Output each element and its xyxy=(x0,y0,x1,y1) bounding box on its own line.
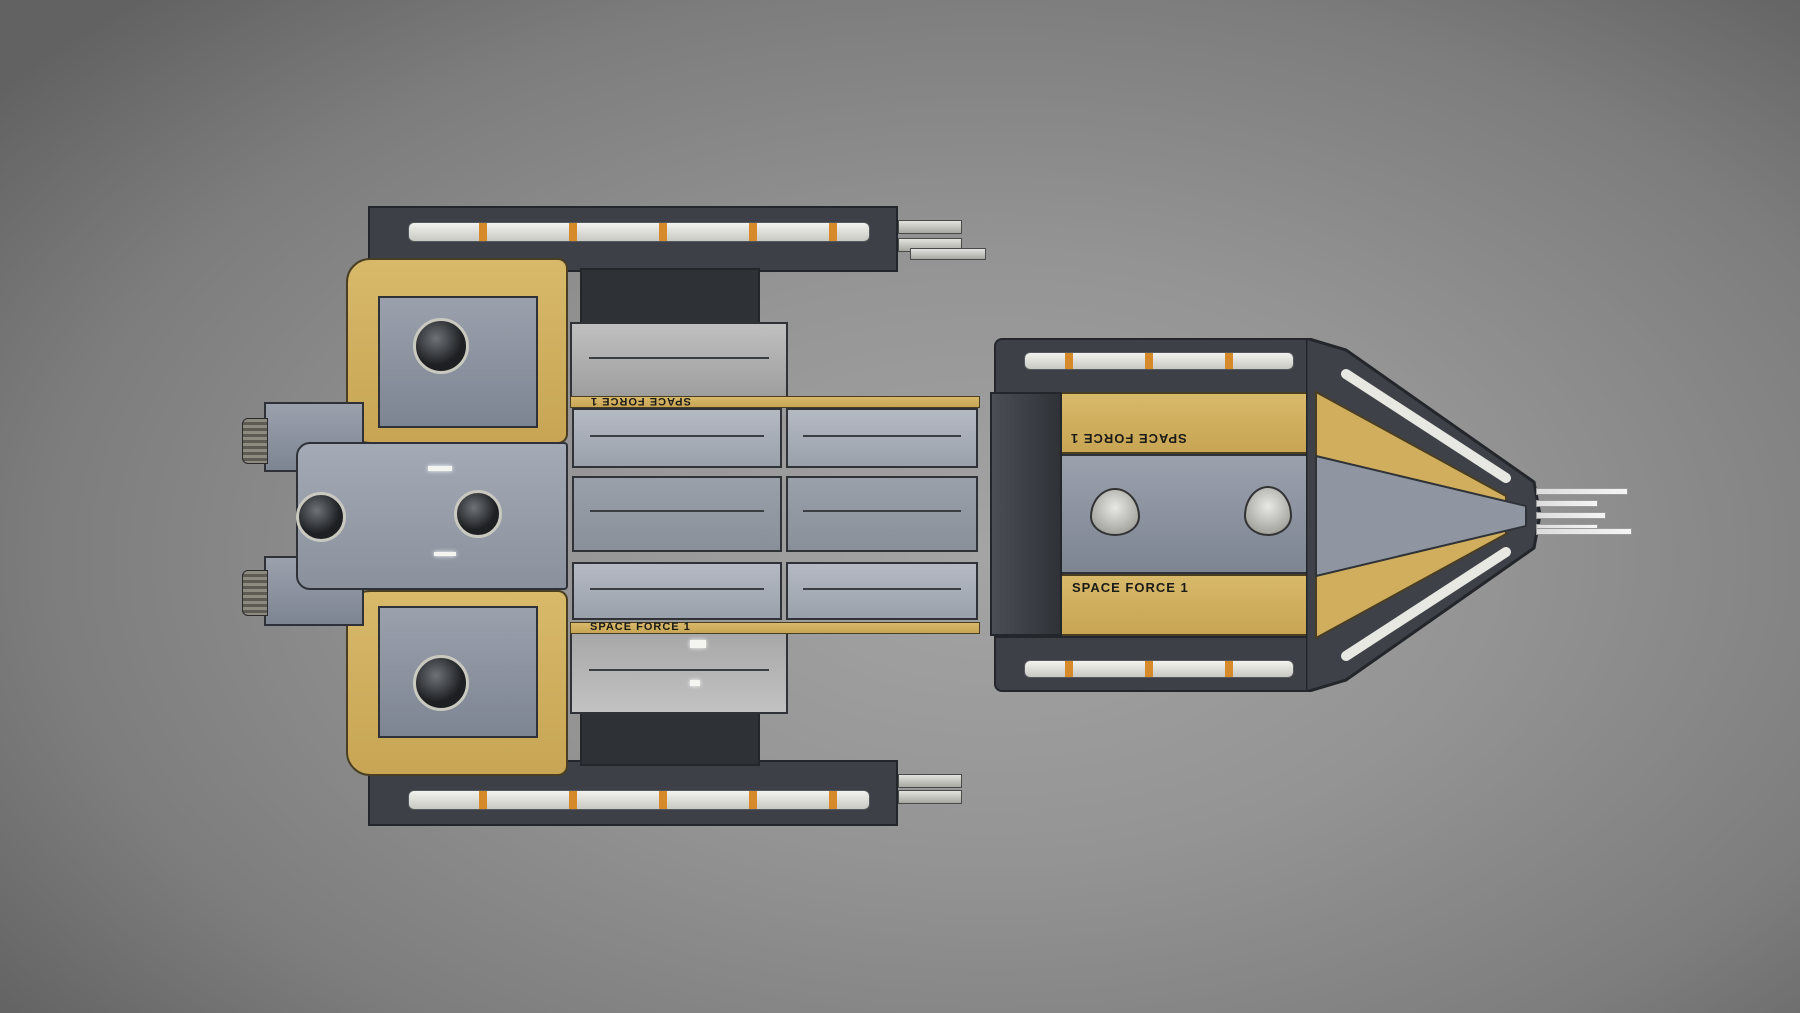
nose-antenna-icon xyxy=(1536,528,1632,535)
spine-label-lower: SPACE FORCE 1 xyxy=(590,621,691,633)
spine-panel xyxy=(572,408,782,468)
top-weapon-rail xyxy=(408,222,870,242)
sensor-dish-icon xyxy=(1244,486,1292,536)
turret-dome-icon xyxy=(413,655,469,711)
turret-dome-icon xyxy=(454,490,502,538)
spine-panel xyxy=(786,562,978,620)
bottom-weapon-rail xyxy=(408,790,870,810)
top-boom-strut xyxy=(580,268,760,326)
forward-top-rail xyxy=(1024,352,1294,370)
spine-lower-module xyxy=(570,632,788,714)
sensor-dish-icon xyxy=(1090,488,1140,536)
hull-label-upper: SPACE FORCE 1 xyxy=(1070,431,1187,446)
running-light xyxy=(690,680,700,686)
engine-thruster-icon xyxy=(242,570,268,616)
nose-antenna-icon xyxy=(1536,488,1628,495)
running-light xyxy=(690,640,706,648)
forward-dark-bevel xyxy=(990,392,1062,636)
bottom-fork-prong xyxy=(898,774,962,788)
running-light xyxy=(428,466,452,471)
nose-antenna-icon xyxy=(1536,500,1598,507)
spine-label-upper: SPACE FORCE 1 xyxy=(590,395,691,407)
spine-panel xyxy=(572,562,782,620)
bottom-fork-prong xyxy=(898,790,962,804)
spine-yellow-strip-top xyxy=(570,396,980,408)
top-fork-prong xyxy=(910,248,986,260)
bottom-boom-strut xyxy=(580,708,760,766)
spine-upper-module xyxy=(570,322,788,400)
spine-panel xyxy=(786,408,978,468)
spine-panel xyxy=(786,476,978,552)
engine-thruster-icon xyxy=(242,418,268,464)
turret-dome-icon xyxy=(413,318,469,374)
forward-bottom-rail xyxy=(1024,660,1294,678)
top-fork-prong xyxy=(898,220,962,234)
running-light xyxy=(434,552,456,556)
nose-antenna-icon xyxy=(1536,512,1606,519)
hull-label-lower: SPACE FORCE 1 xyxy=(1072,580,1189,595)
turret-dome-icon xyxy=(296,492,346,542)
spine-yellow-strip-bottom xyxy=(570,622,980,634)
spine-panel xyxy=(572,476,782,552)
nose-cone xyxy=(1306,338,1542,692)
